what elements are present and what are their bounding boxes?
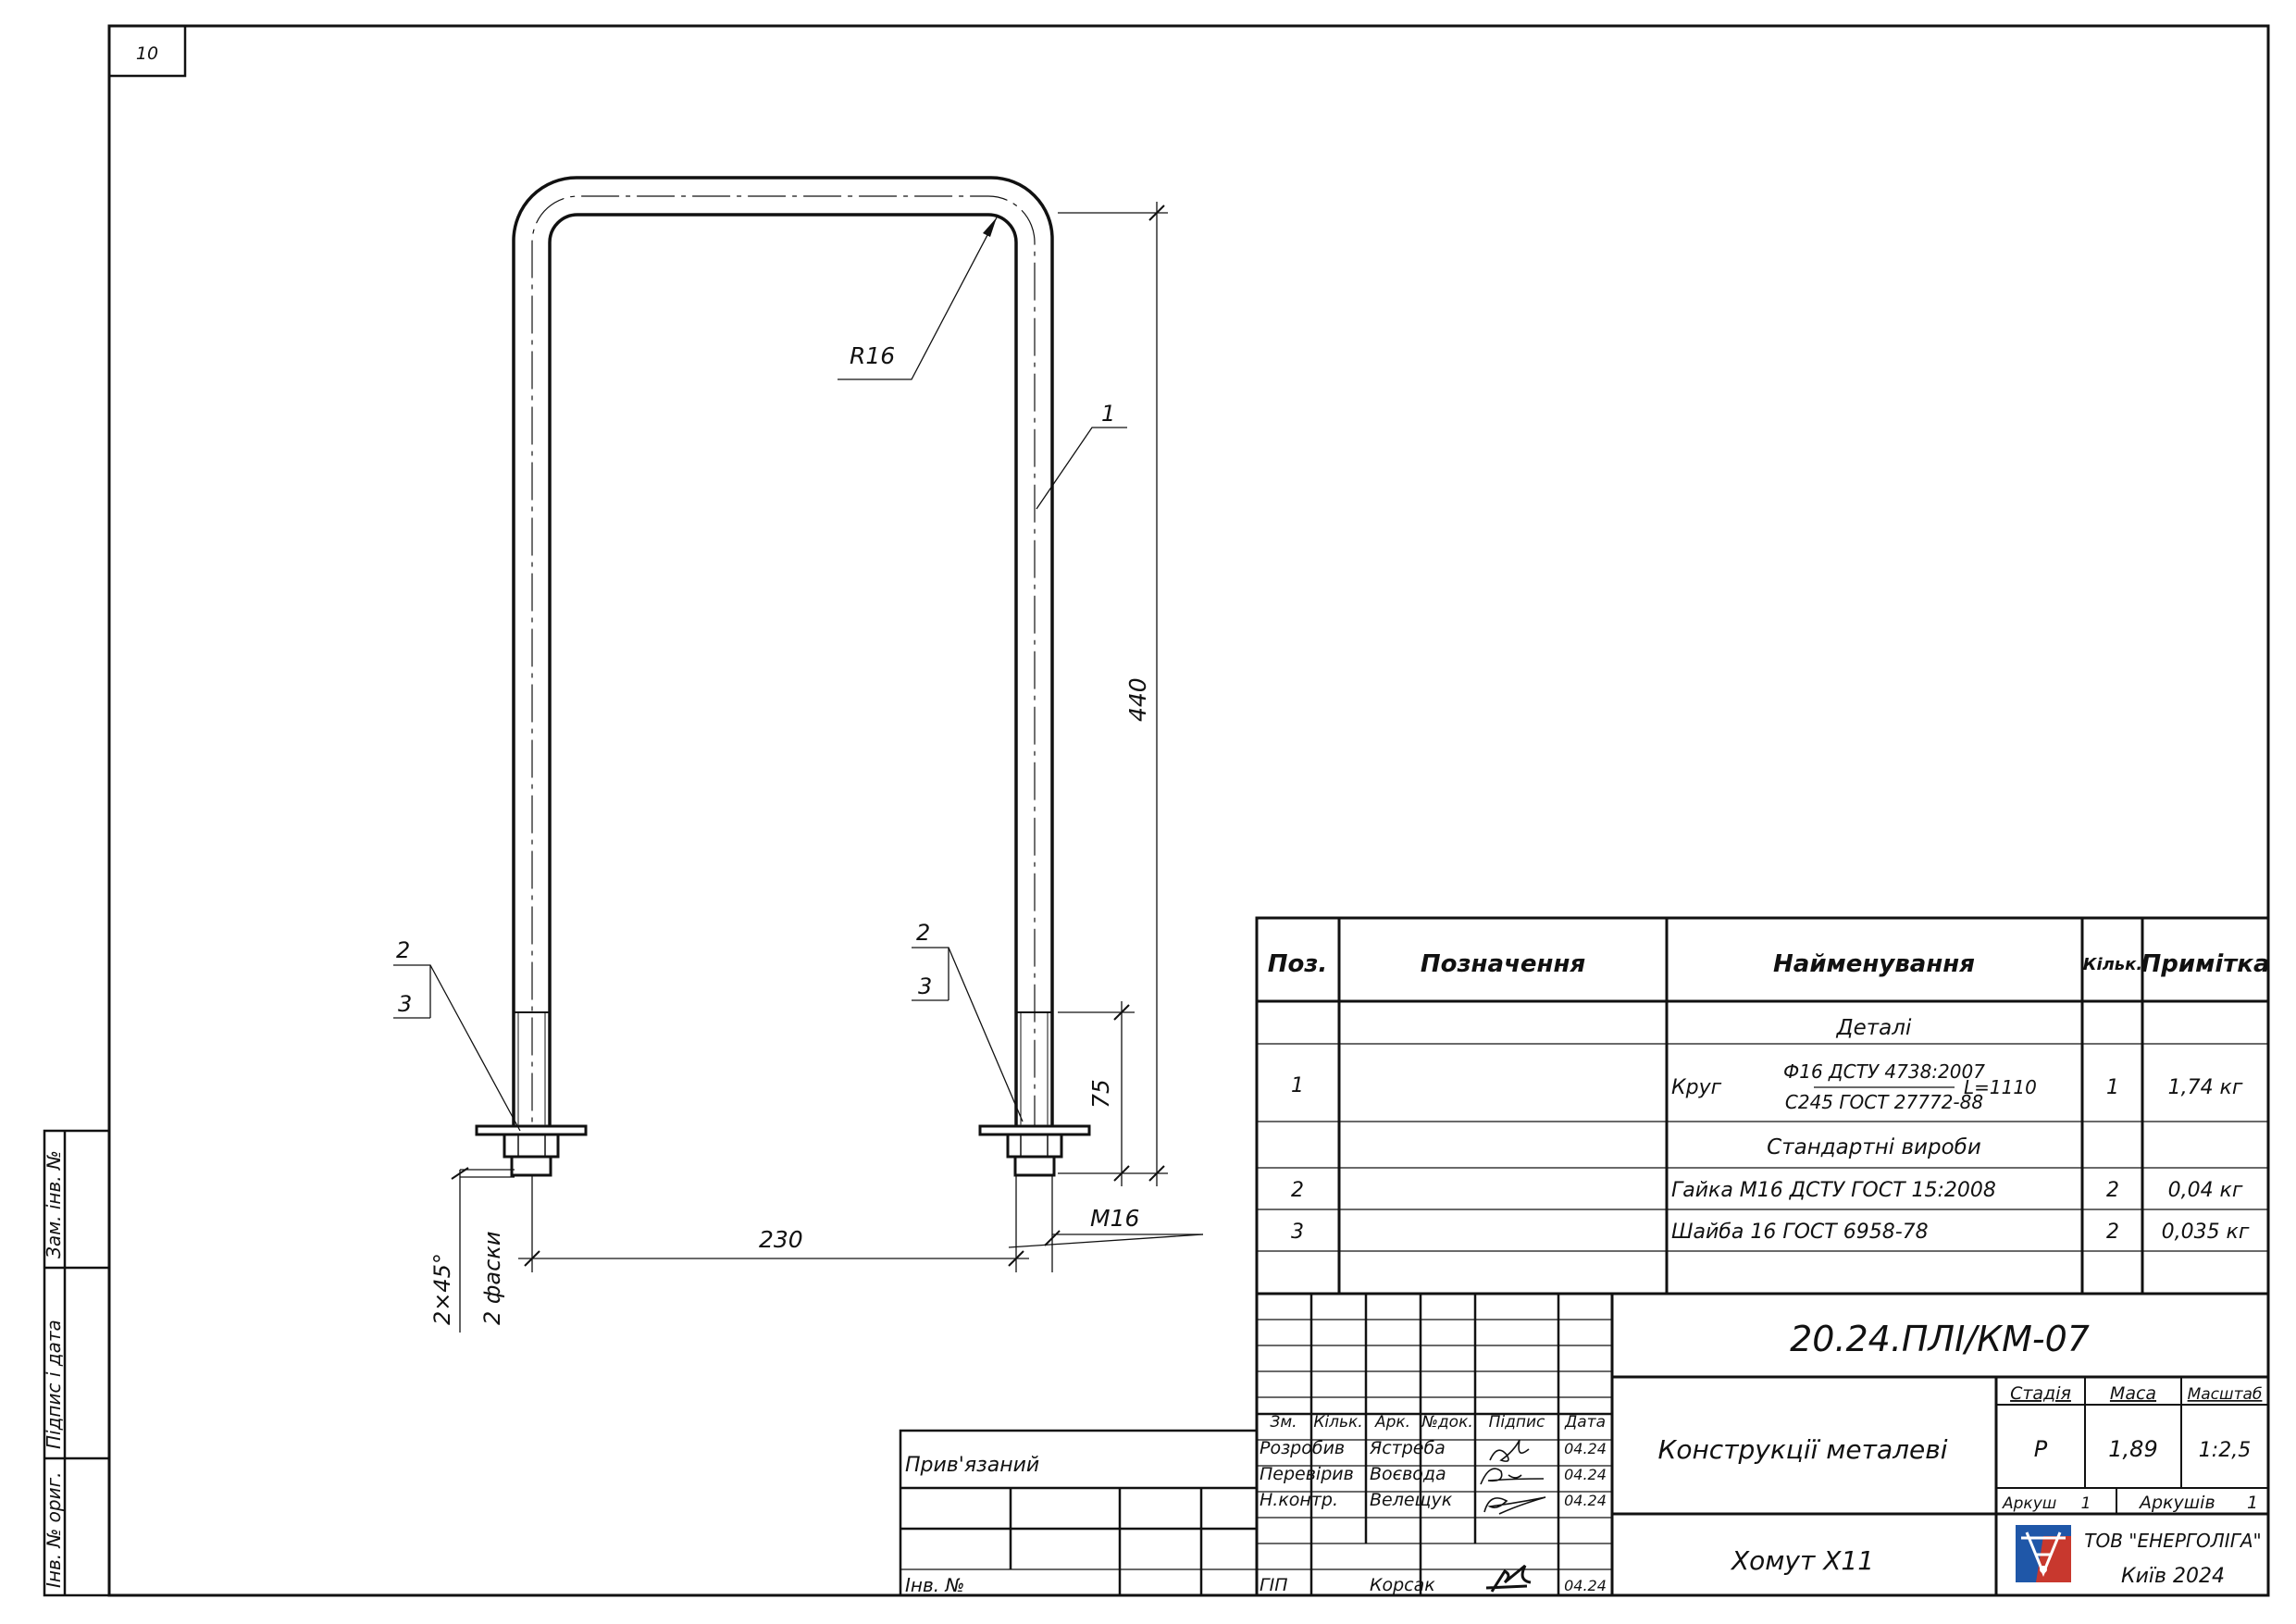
spec-header-name: Найменування — [1773, 950, 1975, 978]
binding-block-grid — [899, 1429, 1257, 1595]
pos-2-left-label: 2 — [396, 937, 410, 963]
stage-value: Р — [2034, 1436, 2048, 1462]
sheets-value: 1 — [2247, 1493, 2258, 1513]
sheet-number: 10 — [136, 43, 158, 64]
sheets-label: Аркушів — [2138, 1493, 2215, 1513]
inv-no-label: Інв. № — [905, 1574, 964, 1596]
role-3-date: 04.24 — [1564, 1492, 1607, 1509]
pos-1-label: 1 — [1101, 401, 1115, 427]
col-date: Дата — [1564, 1413, 1606, 1432]
role-4-name: Корсак — [1370, 1575, 1435, 1595]
role-4-date: 04.24 — [1564, 1577, 1607, 1594]
role-2-title: Перевірив — [1260, 1464, 1354, 1484]
spec-row-2-note: 0,04 кг — [2168, 1179, 2243, 1202]
u-bolt-outer — [512, 176, 1054, 1126]
mass-label: Маса — [2110, 1383, 2156, 1404]
spec-section-standard: Стандартні вироби — [1767, 1135, 1981, 1159]
mass-value: 1,89 — [2108, 1436, 2157, 1462]
spec-row-1-name-bottom: С245 ГОСТ 27772-88 — [1785, 1091, 1983, 1113]
sheet-value: 1 — [2081, 1494, 2091, 1513]
signature-1 — [1489, 1439, 1530, 1462]
spec-header-pos: Поз. — [1268, 950, 1328, 978]
spec-row-3-qty: 2 — [2106, 1221, 2119, 1244]
part-name: Хомут Х11 — [1730, 1545, 1874, 1576]
width-label: 230 — [759, 1226, 803, 1253]
spec-row-2-name: Гайка М16 ДСТУ ГОСТ 15:2008 — [1671, 1179, 1996, 1202]
spec-row-1-name-suffix: L=1110 — [1964, 1076, 2037, 1098]
role-1-name: Ястреба — [1369, 1438, 1446, 1458]
stage-label: Стадія — [2010, 1383, 2071, 1404]
signatures — [1480, 1439, 1546, 1593]
orig-inv-label: Інв. № ориг. — [43, 1472, 65, 1588]
spec-header-qty: Кільк. — [2083, 955, 2143, 974]
col-doc: №док. — [1421, 1413, 1473, 1432]
drawing-code: 20.24.ПЛІ/КМ-07 — [1790, 1319, 2090, 1359]
sign-date-label: Підпис і дата — [43, 1320, 65, 1449]
dimension-lines — [451, 202, 1204, 1333]
spec-header-designation: Позначення — [1421, 950, 1585, 978]
company-logo — [2016, 1525, 2071, 1582]
role-1-date: 04.24 — [1564, 1440, 1607, 1457]
frame-border — [107, 24, 2270, 1597]
role-4-title: ГІП — [1260, 1575, 1287, 1595]
role-2-date: 04.24 — [1564, 1466, 1607, 1483]
u-bolt-inner — [548, 213, 1018, 1126]
col-sheet: Арк. — [1374, 1413, 1410, 1432]
spec-row-2-qty: 2 — [2106, 1179, 2119, 1202]
scale-label: Масштаб — [2188, 1385, 2263, 1404]
spec-row-2-pos: 2 — [1291, 1179, 1304, 1202]
length-label: 440 — [1124, 677, 1151, 722]
u-bolt-drawing — [512, 176, 1054, 1167]
u-bolt-axis — [531, 195, 1036, 1167]
chamfer-label: 2×45° — [429, 1253, 455, 1325]
company-name: ТОВ "ЕНЕРГОЛІГА" — [2084, 1530, 2261, 1552]
thread-label: M16 — [1090, 1205, 1139, 1232]
signature-3 — [1483, 1496, 1546, 1515]
spec-row-1-pos: 1 — [1291, 1074, 1304, 1097]
linked-label: Прив'язаний — [905, 1454, 1039, 1477]
signature-2 — [1480, 1468, 1545, 1485]
object-name: Конструкції металеві — [1657, 1434, 1947, 1465]
signature-4 — [1485, 1564, 1532, 1593]
role-1-title: Розробив — [1260, 1438, 1345, 1458]
pos-2-right-label: 2 — [916, 920, 930, 946]
role-3-title: Н.контр. — [1260, 1490, 1338, 1510]
col-qty: Кільк. — [1313, 1413, 1362, 1432]
sheet-label: Аркуш — [2002, 1494, 2056, 1513]
spec-table-grid — [1255, 916, 2270, 1295]
spec-row-3-note: 0,035 кг — [2162, 1221, 2250, 1244]
spec-section-details: Деталі — [1836, 1016, 1912, 1040]
thread-length-label: 75 — [1087, 1079, 1114, 1109]
side-stamp — [43, 1129, 111, 1597]
role-3-name: Велещук — [1370, 1490, 1453, 1510]
pos-3-left-label: 3 — [398, 991, 412, 1017]
spec-row-1-name-top: Ф16 ДСТУ 4738:2007 — [1783, 1060, 1985, 1083]
pos-3-right-label: 3 — [918, 973, 932, 999]
washer-nut-left — [475, 1124, 588, 1177]
col-change: Зм. — [1270, 1413, 1297, 1432]
role-2-name: Воєвода — [1370, 1464, 1446, 1484]
spec-header-note: Примітка — [2141, 950, 2269, 978]
scale-value: 1:2,5 — [2199, 1439, 2251, 1462]
spec-row-1-note: 1,74 кг — [2168, 1076, 2243, 1099]
col-sign: Підпис — [1489, 1413, 1545, 1432]
spec-row-1-name-prefix: Круг — [1671, 1076, 1722, 1099]
replace-inv-label: Зам. інв. № — [43, 1150, 65, 1258]
chamfer-note: 2 фаски — [479, 1232, 505, 1325]
title-block-grid — [1255, 1292, 2270, 1597]
spec-row-3-pos: 3 — [1291, 1221, 1304, 1244]
sheet-number-box: 10 — [107, 24, 187, 78]
spec-row-3-name: Шайба 16 ГОСТ 6958-78 — [1671, 1221, 1929, 1244]
radius-label: R16 — [850, 342, 895, 369]
washer-nut-right — [978, 1124, 1091, 1177]
leader-lines — [393, 217, 1127, 1132]
company-city-year: Київ 2024 — [2121, 1565, 2225, 1588]
spec-row-1-qty: 1 — [2106, 1076, 2119, 1099]
